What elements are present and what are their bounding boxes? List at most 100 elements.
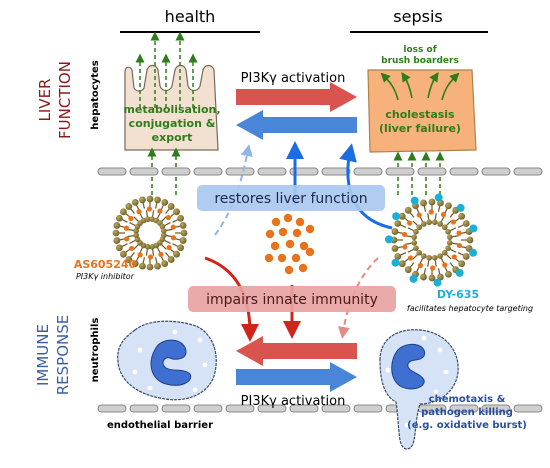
lipid-tail [133, 243, 140, 250]
lipid-head [437, 221, 443, 227]
barrier-segment [513, 167, 543, 176]
right-np-desc: facilitates hepatocyte targeting [407, 304, 533, 313]
lipid-head [120, 250, 127, 258]
lipid-tail [412, 220, 419, 227]
barrier-segment [289, 167, 319, 176]
barrier-segment [97, 404, 127, 413]
embedded-drug [170, 224, 176, 230]
barrier-segment [385, 167, 415, 176]
lipid-tail [412, 253, 419, 260]
barrier-segment [193, 167, 223, 176]
embedded-drug [165, 214, 171, 221]
drug-dot [291, 253, 301, 263]
embedded-drug [170, 235, 177, 241]
lipid-head [146, 195, 154, 203]
embedded-drug [129, 245, 135, 252]
dye-marker [391, 258, 400, 267]
lipid-head [398, 260, 406, 268]
endothelial-barrier-bottom [97, 404, 543, 413]
lipid-head [446, 234, 453, 240]
lipid-head [437, 273, 444, 281]
lipid-head [145, 216, 151, 222]
lipid-tail [434, 213, 437, 221]
lipid-head [167, 256, 175, 263]
nanoparticle-left [112, 195, 188, 271]
lipid-head [120, 208, 127, 216]
barrier-segment [321, 404, 351, 413]
dye-marker [392, 212, 401, 221]
lipid-head [173, 208, 180, 216]
bottom-red-arrow [236, 336, 357, 366]
pink-arrow-right [337, 257, 379, 339]
lipid-head [131, 260, 139, 268]
lipid-tail [451, 235, 459, 238]
lipid-head [404, 206, 412, 214]
lipid-head [180, 229, 188, 237]
lipid-tail [449, 248, 457, 253]
barrier-segment [353, 404, 383, 413]
embedded-drug [123, 225, 130, 231]
lipid-head [161, 198, 169, 206]
drug-dot [298, 263, 308, 273]
embedded-drug [402, 244, 408, 250]
embedded-drug [166, 244, 172, 251]
healthy-nucleus [150, 339, 192, 386]
lipid-head [112, 229, 120, 237]
drug-dot [270, 241, 280, 251]
lipid-head [139, 262, 146, 270]
lipid-head [131, 198, 139, 206]
lipid-head [446, 240, 453, 246]
lipid-tail [427, 259, 430, 267]
embedded-drug [442, 262, 448, 268]
nanoparticle-right [385, 193, 478, 287]
lipid-head [113, 237, 121, 244]
sepsis-liver-text-1: cholestasis [385, 108, 455, 121]
dye-marker [455, 268, 464, 277]
blue-arrow-to-health [214, 144, 253, 236]
lipid-head [432, 254, 438, 261]
barrier-segment [481, 167, 511, 176]
lipid-head [125, 256, 133, 263]
header-health: health [165, 7, 216, 26]
barrier-segment [225, 167, 255, 176]
lipid-tail [127, 234, 135, 238]
lipid-tail [449, 227, 457, 232]
drug-dot [292, 228, 302, 238]
barrier-segment [193, 404, 223, 413]
lipid-head [420, 199, 427, 207]
dye-marker [456, 203, 465, 212]
drug-dot [285, 239, 295, 249]
lipid-tail [445, 220, 452, 227]
barrier-segment [449, 167, 479, 176]
lipid-head [466, 236, 474, 244]
dye-marker [433, 278, 442, 287]
healthy-hepatocyte [124, 64, 219, 151]
embedded-drug [456, 242, 463, 249]
drug-dot [295, 217, 305, 227]
barrier-segment [321, 167, 351, 176]
lipid-head [139, 196, 146, 204]
lipid-head [149, 244, 155, 250]
lipid-tail [151, 248, 155, 256]
barrier-segment [353, 167, 383, 176]
embedded-drug [440, 211, 447, 218]
barrier-segment [129, 404, 159, 413]
lipid-head [125, 203, 133, 210]
drug-dot [305, 224, 315, 234]
lipid-head [394, 253, 402, 260]
top-activation-label: PI3Kγ activation [241, 71, 346, 86]
impairs-text: impairs innate immunity [206, 292, 378, 308]
barrier-segment [97, 167, 127, 176]
brush-loss-arrows [380, 72, 460, 101]
embedded-drug [146, 206, 153, 212]
lipid-head [462, 220, 470, 227]
lipid-tail [160, 243, 167, 250]
lipid-head [413, 229, 419, 235]
lipid-tail [160, 216, 167, 223]
lipid-head [426, 219, 432, 226]
lipid-head [391, 245, 399, 252]
left-np-desc: PI3Kγ inhibitor [76, 272, 135, 281]
lipid-head [445, 270, 452, 278]
lipid-head [416, 249, 423, 256]
